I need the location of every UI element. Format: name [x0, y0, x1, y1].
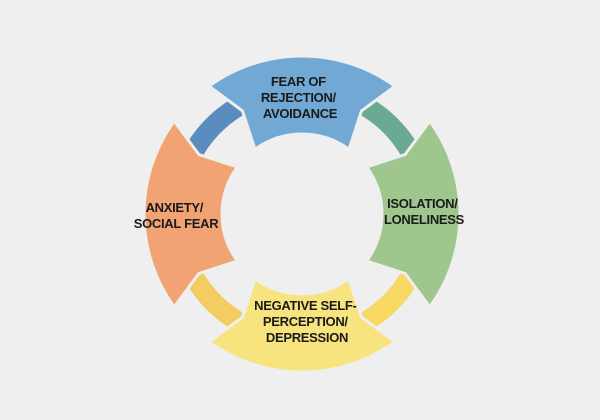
node-label-top: FEAR OF REJECTION/ AVOIDANCE: [261, 74, 339, 121]
node-segment-right: [364, 118, 462, 310]
node-label-left: ANXIETY/ SOCIAL FEAR: [134, 200, 219, 231]
node-label-right: ISOLATION/ LONELINESS: [384, 196, 465, 227]
node-segment-bottom: [206, 276, 398, 374]
node-segment-top: [206, 54, 398, 152]
node-segment-left: [142, 118, 240, 310]
node-label-bottom: NEGATIVE SELF- PERCEPTION/ DEPRESSION: [254, 298, 360, 345]
